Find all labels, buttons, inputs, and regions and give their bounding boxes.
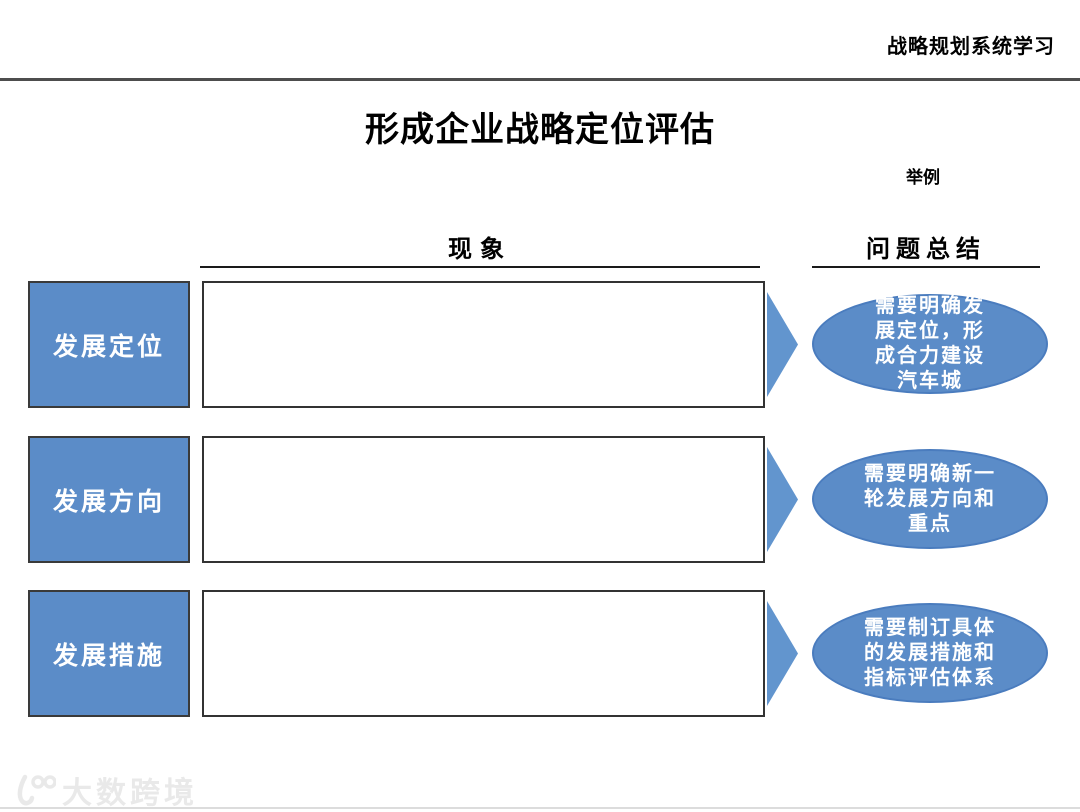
- watermark: 大数跨境: [10, 768, 198, 812]
- category-label: 发展定位: [52, 333, 165, 361]
- watermark-logo-icon: [17, 774, 56, 806]
- summary-text: 需要明确新一轮发展方向和重点: [864, 462, 996, 535]
- summary-text: 需要制订具体的发展措施和指标评估体系: [864, 616, 996, 689]
- column-header-summary: 问题总结: [866, 237, 986, 263]
- phenomenon-box: [202, 281, 765, 408]
- summary-ellipse: 需要制订具体的发展措施和指标评估体系: [812, 603, 1048, 703]
- phenomenon-box: [202, 436, 765, 563]
- arrow-right-icon: [767, 292, 798, 397]
- course-title: 战略规划系统学习: [887, 36, 1055, 58]
- example-label: 举例: [906, 168, 940, 187]
- category-box-direction: 发展方向: [28, 436, 190, 563]
- phenomenon-box: [202, 590, 765, 717]
- column-underline-summary: [812, 266, 1040, 268]
- arrow-right-icon: [767, 601, 798, 706]
- summary-ellipse: 需要明确发展定位，形成合力建设汽车城: [812, 294, 1048, 394]
- diagram-row: 发展定位 需要明确发展定位，形成合力建设汽车城: [0, 281, 1080, 408]
- diagram-row: 发展方向 需要明确新一轮发展方向和重点: [0, 436, 1080, 563]
- category-box-measures: 发展措施: [28, 590, 190, 717]
- watermark-brand: 大数跨境: [62, 777, 198, 810]
- diagram-row: 发展措施 需要制订具体的发展措施和指标评估体系: [0, 590, 1080, 717]
- summary-ellipse: 需要明确新一轮发展方向和重点: [812, 449, 1048, 549]
- arrow-right-icon: [767, 447, 798, 552]
- slide-title: 形成企业战略定位评估: [365, 111, 715, 149]
- header-divider: [0, 78, 1080, 81]
- summary-text: 需要明确发展定位，形成合力建设汽车城: [875, 295, 985, 392]
- category-box-positioning: 发展定位: [28, 281, 190, 408]
- bottom-divider: [0, 807, 1080, 809]
- column-header-phenomenon: 现象: [448, 237, 512, 263]
- column-underline-phenomenon: [200, 266, 760, 268]
- category-label: 发展措施: [52, 642, 165, 670]
- category-label: 发展方向: [52, 488, 165, 516]
